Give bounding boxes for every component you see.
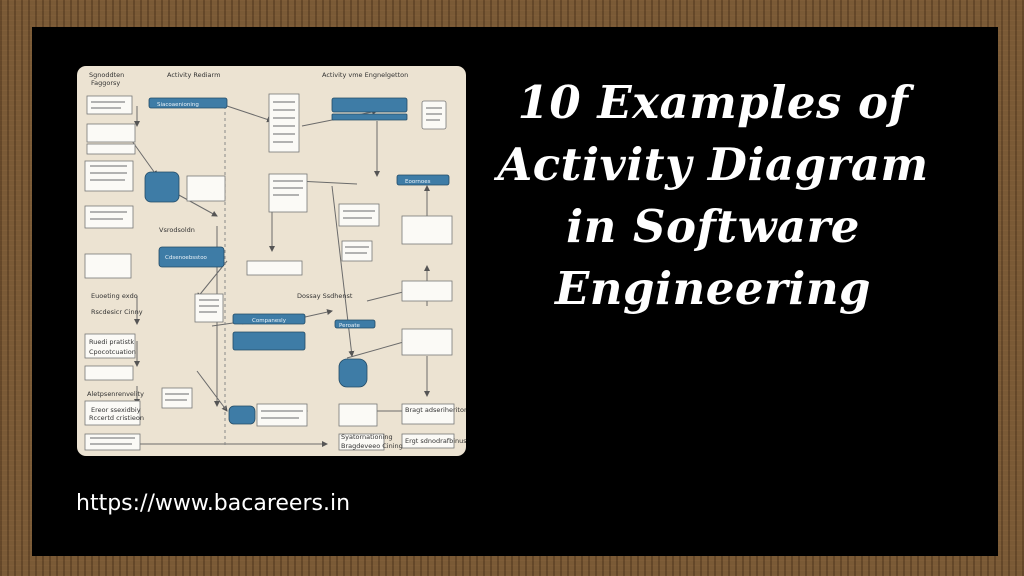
diagram-label-row-7: Rccertd cristieon (89, 414, 144, 422)
headline-line-4: Engineering (554, 262, 872, 315)
activity-diagram-drawing: Sgnoddten Faggorsy Activity Rediarm Acti… (84, 71, 466, 451)
diagram-blue-label-final: Peroate (339, 323, 361, 329)
diagram-label-top-left-2: Faggorsy (91, 79, 120, 87)
headline-line-3: in Software (566, 200, 860, 253)
headline-line-1: 10 Examples of (517, 76, 909, 129)
diagram-label-bottom-2: Bragdeveeo Cining (341, 442, 403, 450)
diagram-blue-label-right: Eoornoes (405, 179, 431, 185)
headline-line-2: Activity Diagram (497, 138, 929, 191)
diagram-label-row-6: Ereor ssexidbiy (91, 406, 141, 414)
diagram-label-top-center: Activity Rediarm (167, 71, 220, 79)
diagram-label-row-2: Rscdesicr Cinny (91, 308, 143, 316)
headline: 10 Examples of Activity Diagram in Softw… (488, 72, 938, 320)
diagram-label-row-4: Cpocotcuation (89, 348, 136, 356)
diagram-label-right-bottom: Bragt adseriheritore (405, 406, 466, 414)
diagram-label-overlay-2: Vsrodsoldn (159, 226, 195, 234)
diagram-blue-label-top: Siacoaenioning (157, 102, 199, 108)
diagram-label-top-left-1: Sgnoddten (89, 71, 124, 79)
diagram-label-right-bottom-2: Ergt sdnodrafbinus (405, 437, 466, 445)
diagram-label-bottom-1: Syatornationing (341, 433, 393, 441)
activity-diagram-image: Sgnoddten Faggorsy Activity Rediarm Acti… (77, 66, 466, 456)
diagram-label-row-5: Aletpsenrenvelity (87, 390, 144, 398)
website-url: https://www.bacareers.in (76, 491, 351, 516)
diagram-label-overlay-1: Dossay Ssdhenst (297, 292, 353, 300)
diagram-label-row-3: Ruedi pratistk (89, 338, 134, 346)
diagram-label-top-right: Activity vme Engnelgetton (322, 71, 408, 79)
diagram-blue-label-comp: Companesly (252, 318, 287, 324)
diagram-label-row-1: Euoeting exdo (91, 292, 138, 300)
diagram-blue-label-mid: Cdsenoebsstoo (165, 255, 208, 261)
